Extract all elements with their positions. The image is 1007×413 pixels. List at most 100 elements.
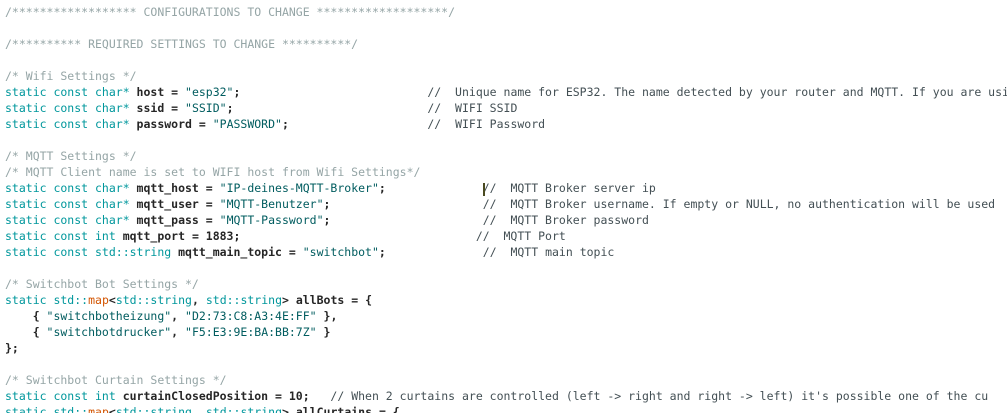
code-line[interactable]: { "switchbotdrucker", "F5:E3:9E:BA:BB:7Z…: [5, 324, 1007, 340]
code-token-keyword: static const std::string: [5, 245, 172, 259]
code-line[interactable]: { "switchbotheizung", "D2:73:C8:A3:4E:FF…: [5, 308, 1007, 324]
code-token-comment_line: // MQTT Broker username. If empty or NUL…: [482, 197, 996, 211]
code-line[interactable]: [5, 260, 1007, 276]
code-token-string: "F5:E3:9E:BA:BB:7Z": [185, 325, 317, 339]
code-line[interactable]: /* Wifi Settings */: [5, 68, 1007, 84]
code-line[interactable]: /* MQTT Client name is set to WIFI host …: [5, 164, 1007, 180]
code-token-plain: ,: [191, 293, 206, 307]
code-token-keyword: static const int: [5, 389, 116, 403]
code-token-plain: mqtt_pass =: [129, 213, 220, 227]
code-token-plain: ;: [281, 117, 428, 131]
code-token-comment_block: /* MQTT Client name is set to WIFI host …: [5, 165, 421, 179]
code-token-plain: };: [5, 341, 19, 355]
code-token-keyword: static const int: [5, 229, 116, 243]
code-line[interactable]: /****************** CONFIGURATIONS TO CH…: [5, 4, 1007, 20]
code-token-comment_line: // WIFI Password: [427, 117, 546, 131]
code-token-keyword: static std::: [5, 405, 89, 413]
code-token-keyword: static const char*: [5, 85, 130, 99]
code-token-comment_block: /* Switchbot Bot Settings */: [5, 277, 199, 291]
code-token-plain: ssid =: [129, 101, 186, 115]
code-token-comment_block: /* Wifi Settings */: [5, 69, 137, 83]
code-token-plain: ;: [378, 245, 483, 259]
code-token-string: "PASSWORD": [212, 117, 282, 131]
code-token-plain: ;: [233, 85, 428, 99]
code-line[interactable]: [5, 132, 1007, 148]
code-token-string: "esp32": [185, 85, 234, 99]
code-token-plain: ,: [171, 325, 186, 339]
code-token-keyword: static const char*: [5, 117, 130, 131]
code-token-keyword: std::string: [115, 405, 192, 413]
code-line[interactable]: /* Switchbot Curtain Settings */: [5, 372, 1007, 388]
code-token-comment_block: /********** REQUIRED SETTINGS TO CHANGE …: [5, 37, 359, 51]
code-line[interactable]: static const char* mqtt_host = "IP-deine…: [5, 180, 1007, 196]
code-token-string: "switchbotheizung": [46, 309, 172, 323]
code-token-plain: mqtt_user =: [129, 197, 220, 211]
code-line[interactable]: static const char* mqtt_pass = "MQTT-Pas…: [5, 212, 1007, 228]
code-line[interactable]: static const char* ssid = "SSID"; // WIF…: [5, 100, 1007, 116]
code-token-plain: {: [5, 309, 47, 323]
code-line[interactable]: /* MQTT Settings */: [5, 148, 1007, 164]
code-line[interactable]: /********** REQUIRED SETTINGS TO CHANGE …: [5, 36, 1007, 52]
code-line[interactable]: };: [5, 340, 1007, 356]
code-token-keyword: std::string: [115, 293, 192, 307]
code-token-string: "IP-deines-MQTT-Broker": [219, 181, 379, 195]
code-token-plain: > allCurtains = {: [282, 405, 400, 413]
code-token-comment_line: // MQTT Broker server ip: [482, 181, 656, 195]
code-token-keyword: static const char*: [5, 181, 130, 195]
code-token-plain: password =: [129, 117, 213, 131]
code-line[interactable]: static const char* mqtt_user = "MQTT-Ben…: [5, 196, 1007, 212]
code-token-string: "D2:73:C8:A3:4E:FF": [185, 309, 317, 323]
code-token-plain: ,: [171, 309, 186, 323]
code-token-plain: mqtt_main_topic =: [171, 245, 303, 259]
code-token-plain: {: [5, 325, 47, 339]
code-token-plain: ,: [191, 405, 206, 413]
code-line[interactable]: static const char* host = "esp32"; // Un…: [5, 84, 1007, 100]
code-token-string: "switchbot": [302, 245, 379, 259]
code-token-comment_line: // When 2 curtains are controlled (left …: [330, 389, 989, 403]
code-token-comment_line: // MQTT main topic: [482, 245, 615, 259]
code-token-plain: host =: [129, 85, 186, 99]
code-token-plain: <: [108, 293, 116, 307]
code-token-keyword: static const char*: [5, 213, 130, 227]
code-line[interactable]: [5, 356, 1007, 372]
code-token-keyword: std::string: [205, 293, 283, 307]
code-token-comment_line: // MQTT Broker password: [482, 213, 649, 227]
code-line[interactable]: static const int mqtt_port = 1883; // MQ…: [5, 228, 1007, 244]
code-token-keyword: static std::: [5, 293, 89, 307]
code-token-plain: ;: [226, 101, 428, 115]
code-token-keyword: std::string: [205, 405, 283, 413]
code-token-comment_block: /* MQTT Settings */: [5, 149, 137, 163]
code-token-function: map: [88, 293, 109, 307]
code-token-keyword: static const char*: [5, 197, 130, 211]
code-token-plain: > allBots = {: [282, 293, 373, 307]
code-token-plain: ;: [378, 181, 483, 195]
code-line[interactable]: [5, 52, 1007, 68]
code-token-comment_block: /****************** CONFIGURATIONS TO CH…: [5, 5, 456, 19]
code-token-comment_block: /* Switchbot Curtain Settings */: [5, 373, 227, 387]
code-token-string: "MQTT-Password": [219, 213, 324, 227]
code-line[interactable]: static const std::string mqtt_main_topic…: [5, 244, 1007, 260]
code-line[interactable]: static const char* password = "PASSWORD"…: [5, 116, 1007, 132]
code-line[interactable]: /* Switchbot Bot Settings */: [5, 276, 1007, 292]
code-token-plain: mqtt_host =: [129, 181, 220, 195]
code-token-plain: ;: [323, 213, 483, 227]
code-token-comment_line: // MQTT Port: [475, 229, 566, 243]
code-token-plain: },: [316, 309, 338, 323]
code-token-comment_line: // WIFI SSID: [427, 101, 518, 115]
code-token-plain: <: [108, 405, 116, 413]
code-token-string: "MQTT-Benutzer": [219, 197, 324, 211]
code-token-plain: mqtt_port = 1883;: [115, 229, 476, 243]
code-token-string: "SSID": [185, 101, 227, 115]
code-line[interactable]: [5, 20, 1007, 36]
code-token-function: map: [88, 405, 109, 413]
code-token-keyword: static const char*: [5, 101, 130, 115]
code-token-plain: ;: [323, 197, 483, 211]
code-token-plain: curtainClosedPosition = 10;: [115, 389, 331, 403]
code-token-comment_line: // Unique name for ESP32. The name detec…: [427, 85, 1007, 99]
code-line[interactable]: static std::map<std::string, std::string…: [5, 292, 1007, 308]
code-token-string: "switchbotdrucker": [46, 325, 172, 339]
code-line[interactable]: static std::map<std::string, std::string…: [5, 404, 1007, 413]
code-line[interactable]: static const int curtainClosedPosition =…: [5, 388, 1007, 404]
